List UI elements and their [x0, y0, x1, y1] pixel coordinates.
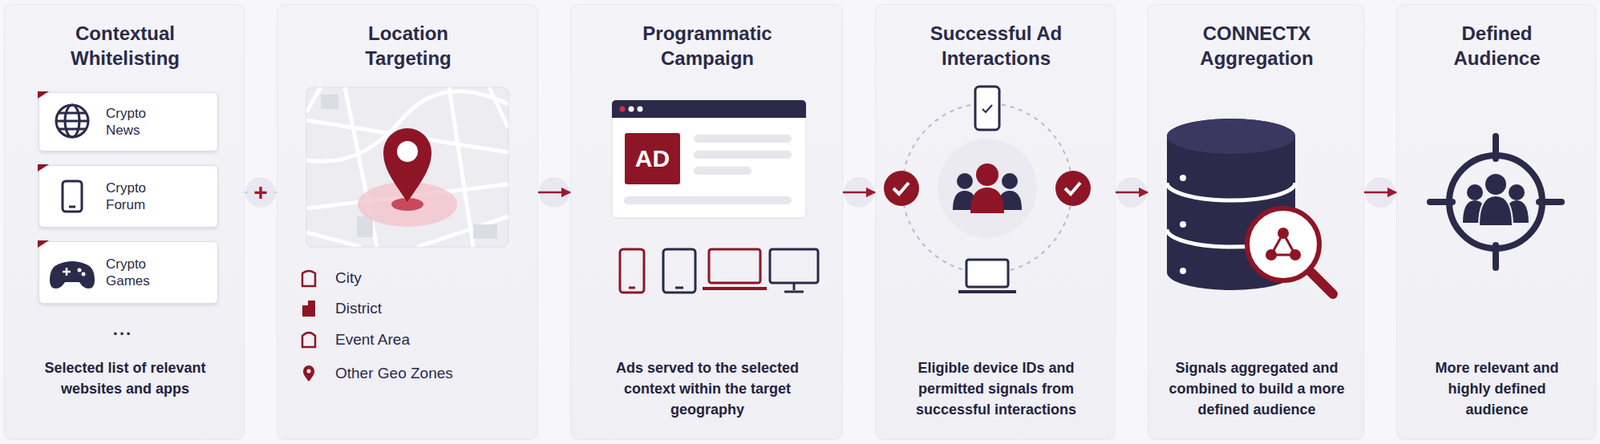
- ad-text: AD: [635, 146, 670, 171]
- step-description: Signals aggregated and combined to build…: [1168, 357, 1345, 421]
- connector-badge: [1365, 177, 1396, 208]
- connector-label: +: [247, 179, 274, 206]
- flow-arrow: [1115, 191, 1148, 195]
- step-title: Programmatic Campaign: [633, 20, 782, 71]
- flow-arrow: [1364, 191, 1397, 195]
- connector-badge: [1116, 177, 1147, 208]
- connector-badge: [538, 177, 570, 208]
- step-title: Contextual Whitelisting: [51, 20, 200, 71]
- step-title: Successful Ad Interactions: [922, 20, 1071, 71]
- step-title: CONNECTX Aggregation: [1182, 20, 1332, 71]
- ellipsis: ...: [113, 319, 133, 341]
- geo-option: District: [335, 299, 382, 318]
- site-name: Crypto Games: [105, 255, 179, 290]
- map-illustration: [306, 87, 509, 248]
- browser-window: [611, 100, 807, 219]
- step-description: More relevant and highly defined audienc…: [1421, 357, 1574, 421]
- step-description: Eligible device IDs and permitted signal…: [903, 357, 1089, 421]
- step-title: Defined Audience: [1422, 20, 1572, 71]
- site-name: Crypto Forum: [105, 179, 179, 214]
- step-panel: Programmatic CampaignAds served to the s…: [570, 4, 843, 441]
- step-title: Location Targeting: [334, 20, 483, 71]
- step-panel: Contextual WhitelistingSelected list of …: [4, 4, 245, 441]
- site-card: Crypto Forum: [38, 165, 219, 228]
- step-description: Selected list of relevant websites and a…: [36, 357, 214, 400]
- geo-option: City: [335, 269, 362, 288]
- flow-arrow: [538, 191, 571, 195]
- geo-option: Event Area: [335, 331, 410, 349]
- connector-badge: [843, 177, 875, 208]
- connector-badge: [245, 177, 276, 208]
- step-description: Ads served to the selected context withi…: [607, 357, 808, 421]
- flow-arrow: [842, 191, 875, 195]
- ad-badge: AD: [624, 133, 681, 185]
- geo-option: Other Geo Zones: [335, 364, 454, 383]
- site-name: Crypto News: [105, 105, 179, 139]
